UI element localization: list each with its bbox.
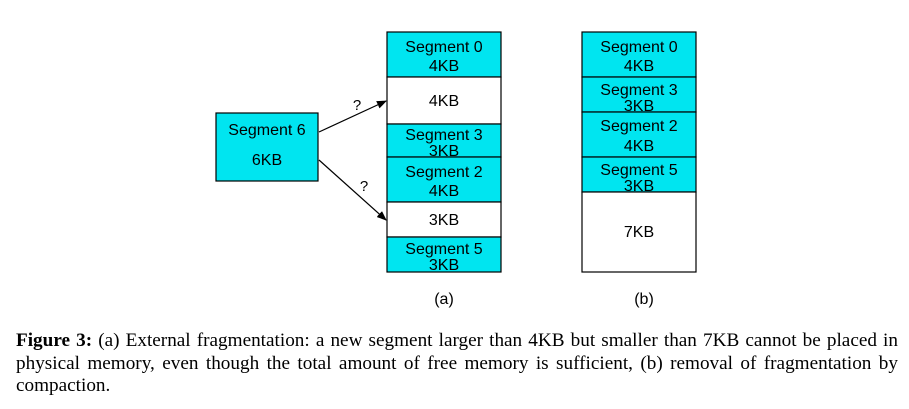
block-a-3: [386, 156, 502, 203]
figure-caption-text: (a) External fragmentation: a new segmen…: [16, 330, 898, 396]
block-b-0-name: Segment 0: [600, 39, 677, 56]
block-b-0-size: 4KB: [624, 58, 654, 75]
block-b-1-name: Segment 3: [600, 82, 677, 99]
memory-layout-a: Segment 0 4KB 4KB Segment 3 3KB Segment …: [386, 31, 502, 274]
block-b-3-size: 3KB: [624, 178, 654, 195]
block-b-2-size: 4KB: [624, 138, 654, 155]
figure-label: Figure 3:: [16, 330, 93, 351]
layout-a-label: (a): [434, 291, 454, 308]
block-a-0: [386, 31, 502, 78]
block-a-5-name: Segment 5: [405, 241, 482, 258]
block-b-0: [581, 31, 697, 78]
source-segment-name: Segment 6: [228, 122, 305, 139]
arrow-label-lower: ?: [360, 178, 368, 195]
block-a-5: [386, 236, 502, 273]
block-b-4: [581, 191, 697, 273]
block-a-4: [386, 201, 502, 238]
arrow-to-free-4kb: [318, 100, 387, 133]
block-a-3-name: Segment 2: [405, 164, 482, 181]
block-a-0-name: Segment 0: [405, 39, 482, 56]
source-segment-size: 6KB: [252, 152, 282, 169]
block-b-1: [581, 76, 697, 113]
figure-caption: Figure 3: (a) External fragmentation: a …: [16, 330, 898, 398]
block-b-4-size: 7KB: [624, 224, 654, 241]
block-b-1-size: 3KB: [624, 98, 654, 115]
block-a-2-name: Segment 3: [405, 127, 482, 144]
block-a-4-size: 3KB: [429, 212, 459, 229]
fragmentation-diagram: Segment 6 6KB ? ? Segment 0 4KB 4KB Segm…: [215, 31, 697, 308]
block-a-2-size: 3KB: [429, 143, 459, 160]
block-b-2: [581, 111, 697, 158]
layout-b-label: (b): [634, 291, 654, 308]
arrow-label-upper: ?: [353, 97, 361, 114]
block-b-2-name: Segment 2: [600, 118, 677, 135]
block-a-0-size: 4KB: [429, 58, 459, 75]
block-a-1-size: 4KB: [429, 93, 459, 110]
arrow-to-free-3kb: [318, 159, 387, 221]
block-a-5-size: 3KB: [429, 257, 459, 274]
source-segment: Segment 6 6KB: [215, 112, 319, 182]
block-b-3-name: Segment 5: [600, 162, 677, 179]
block-a-3-size: 4KB: [429, 183, 459, 200]
block-b-3: [581, 156, 697, 193]
memory-layout-b: Segment 0 4KB Segment 3 3KB Segment 2 4K…: [581, 31, 697, 273]
